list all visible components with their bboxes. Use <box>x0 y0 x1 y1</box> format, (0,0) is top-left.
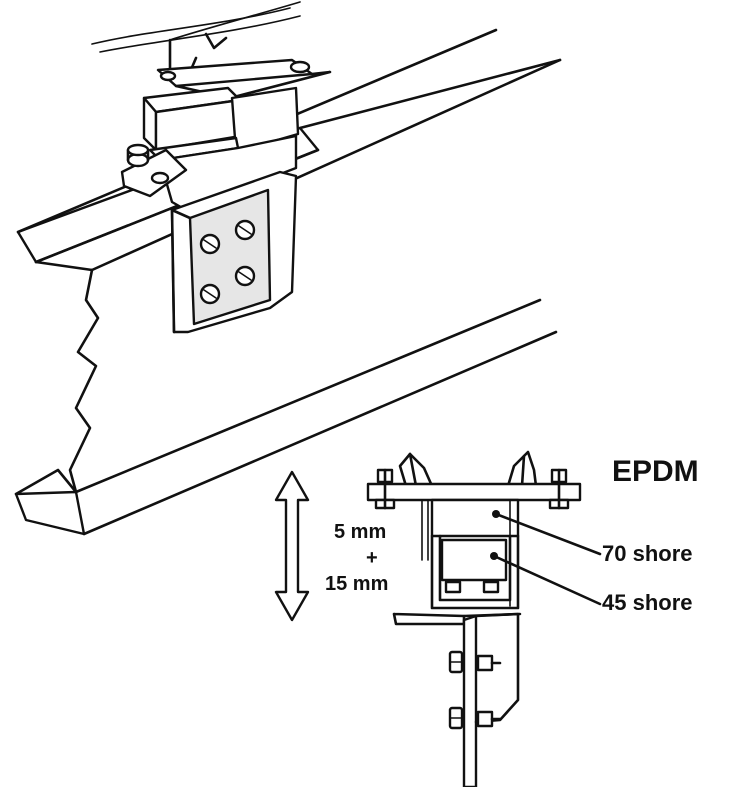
material-label: EPDM <box>612 455 699 488</box>
leader-lines <box>490 510 602 606</box>
upper-pad-label: 70 shore <box>602 541 693 566</box>
travel-label-plus: + <box>366 547 378 569</box>
lower-pad-label: 45 shore <box>602 590 693 615</box>
travel-arrow <box>274 470 310 622</box>
travel-label-bottom: 15 mm <box>325 573 389 595</box>
travel-label-top: 5 mm <box>334 521 387 543</box>
section-detail <box>366 450 582 787</box>
rail-bracket-assembly <box>91 1 332 334</box>
